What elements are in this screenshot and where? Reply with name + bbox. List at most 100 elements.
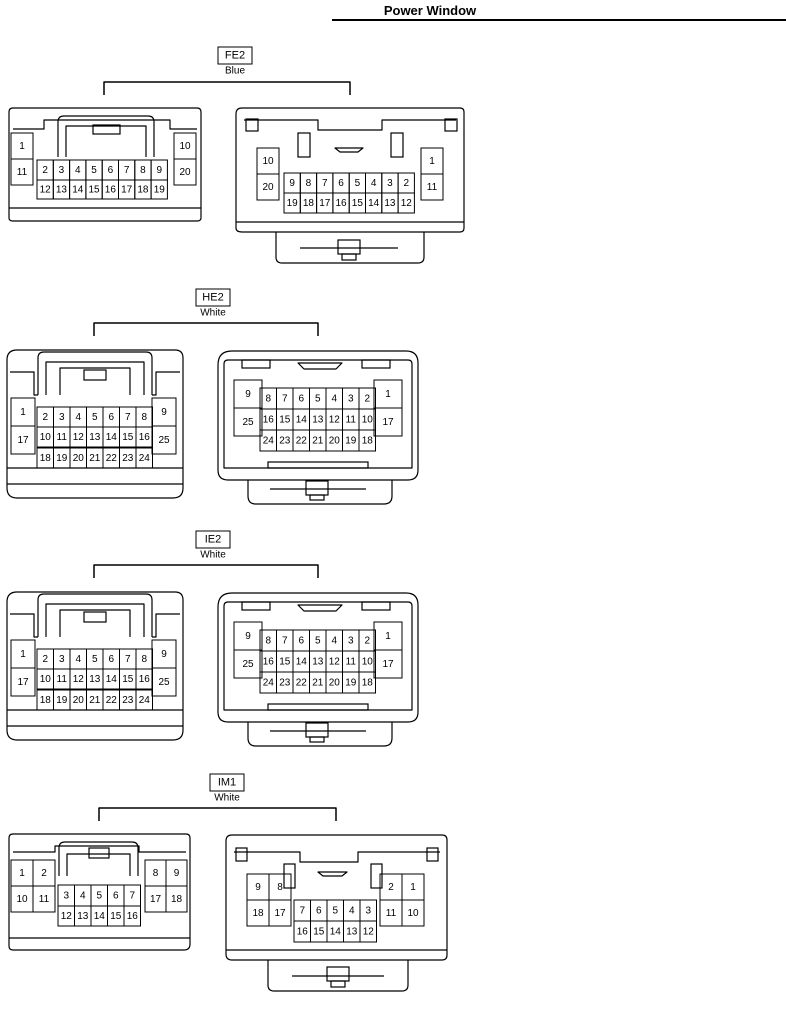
pin-number: 1	[410, 882, 416, 893]
pin-cell: 3	[342, 387, 360, 410]
pin-cell: 14	[90, 905, 108, 927]
pin-number: 3	[59, 654, 65, 665]
pin-cell: 4	[69, 406, 87, 428]
pin-cell: 3	[57, 884, 75, 907]
page-title: Power Window	[383, 3, 477, 18]
pin-number: 12	[363, 927, 375, 938]
pin-cell: 16	[101, 179, 119, 200]
pin-cell: 9	[151, 639, 177, 669]
pin-number: 3	[348, 394, 354, 405]
pin-cell: 1	[420, 147, 444, 175]
housing-outline	[217, 350, 419, 481]
pin-cell: 12	[57, 905, 75, 927]
latch-inner	[45, 603, 145, 637]
pin-cell-box	[359, 920, 377, 943]
pin-number: 7	[282, 636, 288, 647]
pin-number: 6	[338, 178, 344, 189]
pin-number: 18	[303, 198, 315, 209]
pin-cell: 14	[292, 408, 310, 431]
pin-number: 22	[296, 678, 308, 689]
lock-tab	[305, 480, 329, 496]
latch-inner	[65, 125, 147, 157]
pin-number: 15	[352, 198, 364, 209]
pin-cell-box	[397, 192, 415, 214]
pin-number: 3	[59, 165, 65, 176]
housing-notch-shape	[297, 362, 343, 370]
pin-cell: 1	[10, 397, 36, 427]
lock-tab-foot	[309, 736, 325, 743]
pin-cell: 13	[86, 668, 104, 690]
pin-number: 14	[106, 432, 118, 443]
pin-number: 7	[299, 906, 305, 917]
pin-cell: 16	[332, 192, 350, 214]
pin-cell: 20	[325, 429, 343, 452]
pin-cell: 19	[53, 689, 71, 711]
pin-cell: 4	[365, 172, 383, 194]
pin-cell: 9	[283, 172, 301, 194]
pin-number: 13	[77, 911, 89, 922]
pin-cell: 13	[52, 179, 71, 200]
pin-number: 14	[106, 674, 118, 685]
pin-cell: 14	[69, 179, 87, 200]
pin-number: 9	[255, 882, 261, 893]
pin-cell-box	[10, 667, 36, 697]
pin-number: 19	[287, 198, 299, 209]
pin-cell: 22	[102, 689, 120, 711]
pin-cell: 5	[86, 648, 104, 670]
pin-number: 16	[297, 927, 309, 938]
pin-number: 17	[382, 417, 394, 428]
pin-number: 6	[108, 412, 114, 423]
pin-cell: 14	[292, 650, 310, 673]
pin-number: 20	[179, 167, 191, 178]
pin-number: 10	[362, 415, 374, 426]
housing-inner-outline	[223, 359, 413, 469]
pin-number: 13	[346, 927, 358, 938]
connector-bracket	[103, 81, 351, 95]
pin-cell: 17	[10, 425, 36, 455]
pin-number: 7	[124, 165, 130, 176]
housing-inner-line	[244, 119, 456, 131]
pin-number: 7	[322, 178, 328, 189]
pin-cell: 19	[53, 447, 71, 469]
pin-number: 5	[355, 178, 361, 189]
housing-outline	[6, 349, 184, 499]
pin-number: 14	[368, 198, 380, 209]
pin-cell: 22	[292, 429, 310, 452]
pin-number: 5	[315, 394, 321, 405]
pin-number: 1	[19, 868, 25, 879]
pin-number: 2	[42, 654, 48, 665]
pin-number: 18	[171, 894, 183, 905]
pin-cell: 2	[36, 159, 54, 181]
pin-number: 11	[57, 674, 68, 685]
pin-number: 14	[330, 927, 342, 938]
pin-cell: 13	[381, 192, 399, 214]
pin-cell: 23	[119, 689, 137, 711]
pin-number: 7	[125, 654, 131, 665]
pin-number: 9	[245, 631, 251, 642]
pin-number: 14	[72, 185, 84, 196]
pin-cell: 12	[69, 426, 87, 448]
pin-number: 17	[17, 435, 29, 446]
pin-number: 20	[329, 436, 341, 447]
lock-tab-foot	[309, 494, 325, 501]
pin-number: 22	[296, 436, 308, 447]
pin-cell: 13	[309, 408, 327, 431]
pin-number: 9	[174, 868, 180, 879]
pin-number: 12	[329, 657, 341, 668]
pin-number: 7	[125, 412, 131, 423]
pin-cell: 10	[358, 650, 376, 673]
pin-cell: 18	[165, 885, 188, 913]
pin-number: 8	[265, 636, 271, 647]
pin-number: 11	[346, 657, 357, 668]
pin-number: 16	[139, 674, 151, 685]
pin-cell: 9	[233, 621, 263, 651]
pin-number: 2	[364, 636, 370, 647]
pin-cell: 4	[325, 387, 343, 410]
pin-cell: 19	[342, 671, 360, 694]
pin-cell: 18	[134, 179, 152, 200]
pin-number: 5	[91, 165, 97, 176]
